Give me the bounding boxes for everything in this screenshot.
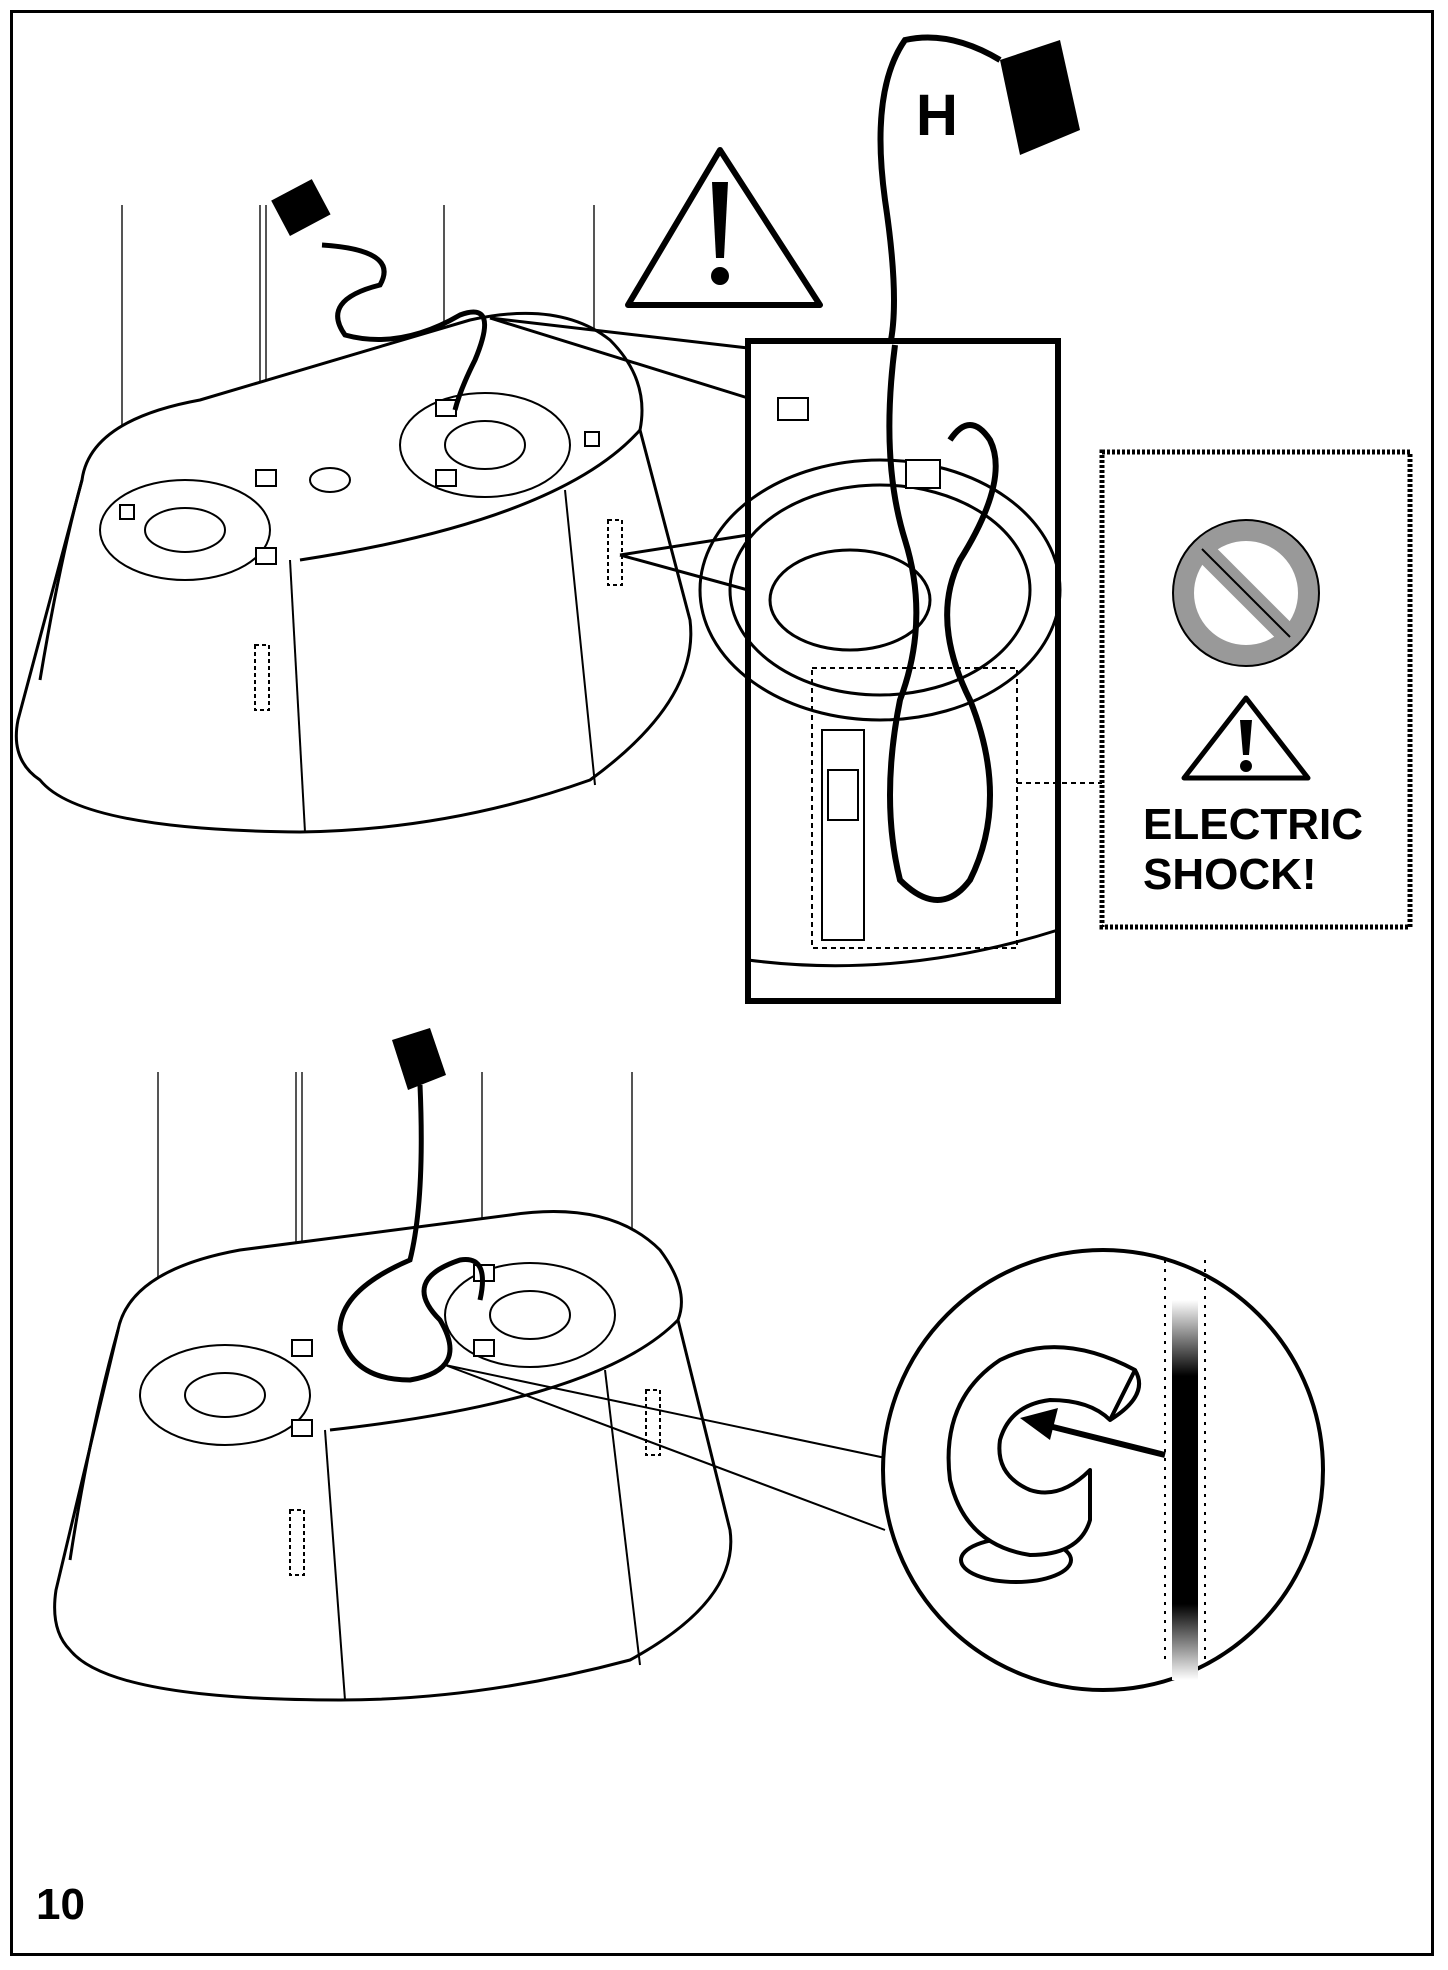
side-slot bbox=[254, 644, 270, 711]
part-label: H bbox=[916, 83, 958, 148]
warning-panel bbox=[1099, 449, 1413, 930]
warning-line-2: SHOCK! bbox=[1143, 850, 1317, 899]
hood-body-top bbox=[14, 311, 693, 834]
insert-arrow-icon bbox=[1020, 1408, 1166, 1458]
page-number: 10 bbox=[36, 1880, 85, 1929]
cable-cross-section bbox=[1172, 1300, 1198, 1680]
side-slot bbox=[645, 1389, 661, 1456]
zoom-area bbox=[811, 667, 1018, 949]
leader-line-bottom bbox=[444, 1364, 896, 1461]
warning-triangle-icon bbox=[625, 147, 823, 308]
hood-body-bottom bbox=[53, 1210, 733, 1702]
warning-triangle-small-icon bbox=[1181, 695, 1311, 781]
detail-box bbox=[698, 338, 1102, 1004]
bottom-top-plate bbox=[139, 1262, 616, 1446]
hood-top-plate bbox=[99, 392, 571, 581]
bottom-step bbox=[53, 1028, 896, 1702]
page-border bbox=[10, 10, 1434, 1956]
leader-lines-top bbox=[489, 316, 749, 592]
top-step: H bbox=[14, 34, 1080, 834]
warning-label: ELECTRIC SHOCK! bbox=[1143, 800, 1383, 900]
cable-clip-detail bbox=[881, 1248, 1325, 1692]
prohibition-icon bbox=[1172, 519, 1320, 667]
part-h-plug: H bbox=[877, 34, 1080, 346]
cable-clip-icon bbox=[946, 1345, 1141, 1584]
bottom-plug bbox=[337, 1028, 485, 1383]
top-plate-clips bbox=[119, 399, 600, 565]
warning-line-1: ELECTRIC bbox=[1143, 800, 1363, 849]
top-plug bbox=[271, 179, 488, 411]
side-slot bbox=[289, 1509, 305, 1576]
side-slot bbox=[607, 519, 623, 586]
leader-line-bottom bbox=[444, 1364, 886, 1531]
